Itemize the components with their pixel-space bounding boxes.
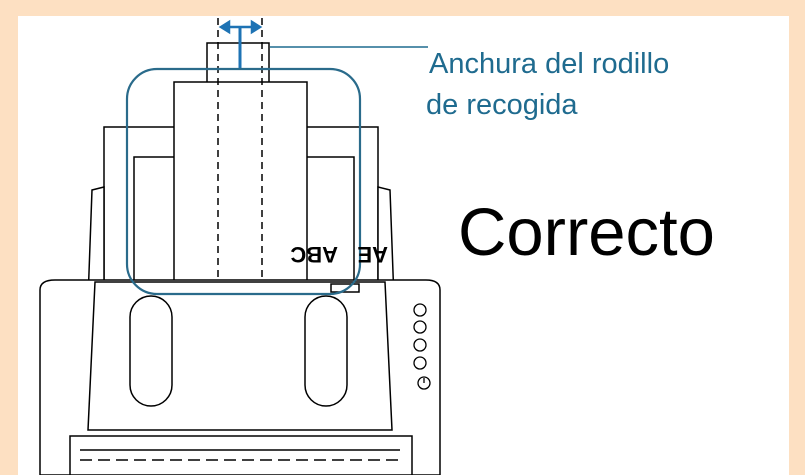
document-print: ABC AE	[290, 242, 388, 267]
verdict-label: Correcto	[458, 195, 715, 270]
round-button-icon	[413, 356, 427, 370]
round-button-icon	[413, 303, 427, 317]
width-arrow	[218, 19, 263, 70]
pick-roller-highlight	[125, 67, 362, 296]
tray-latch	[330, 283, 360, 293]
round-button-icon	[413, 320, 427, 334]
callout-line-2: de recogida	[426, 89, 578, 121]
right-paper-guide-slot	[304, 295, 348, 407]
side-guides	[87, 186, 395, 301]
front-document-sheet	[173, 81, 308, 303]
left-paper-guide-slot	[129, 295, 173, 407]
output-slot	[69, 435, 413, 475]
control-panel	[413, 303, 431, 390]
roller-width-lines	[217, 18, 263, 282]
document-text-abc: ABC	[290, 242, 338, 267]
scanner-body	[39, 279, 441, 475]
paper-chute	[103, 42, 379, 313]
callout-line-1: Anchura del rodillo	[429, 48, 670, 80]
document-text-ae: AE	[357, 242, 388, 267]
round-button-icon	[413, 338, 427, 352]
